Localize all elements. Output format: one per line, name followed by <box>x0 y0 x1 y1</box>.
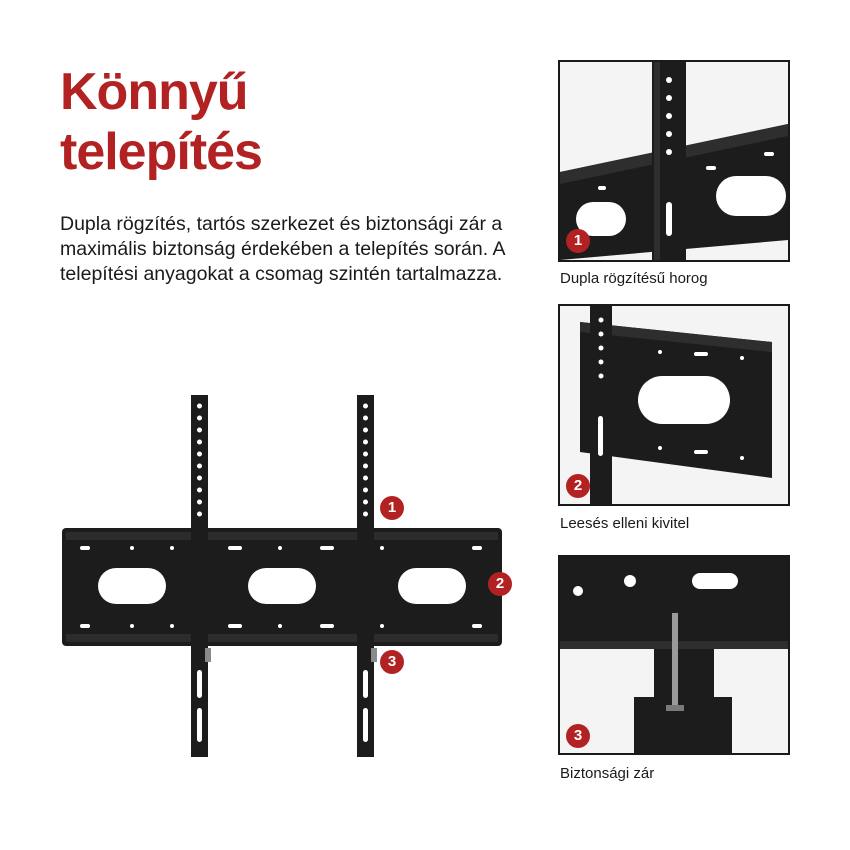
title-line-2: telepítés <box>60 123 263 181</box>
panel-badge-2: 2 <box>566 474 590 498</box>
panel-badge-3: 3 <box>566 724 590 748</box>
description-text: Dupla rögzítés, tartós szerkezet és bizt… <box>60 213 505 285</box>
caption-2: Leesés elleni kivitel <box>560 515 690 532</box>
tv-wall-mount-illustration <box>60 390 510 770</box>
callout-badge-3: 3 <box>380 650 404 674</box>
detail-panel-hook <box>558 60 790 262</box>
callout-badge-1: 1 <box>380 496 404 520</box>
page-title: Könnyű telepítés <box>60 62 500 182</box>
caption-1: Dupla rögzítésű horog <box>560 270 708 287</box>
detail-panel-safety-lock <box>558 555 790 755</box>
callout-badge-2: 2 <box>488 572 512 596</box>
panel-badge-1: 1 <box>566 229 590 253</box>
title-line-1: Könnyű <box>60 63 249 121</box>
detail-panel-anti-fall <box>558 304 790 506</box>
caption-3: Biztonsági zár <box>560 765 655 782</box>
